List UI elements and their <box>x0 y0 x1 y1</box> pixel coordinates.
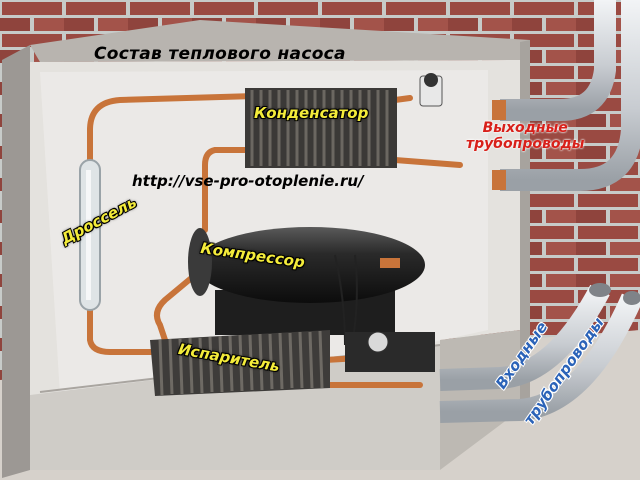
outlet-pipes-label: Выходные трубопроводы <box>466 120 584 152</box>
condenser-label: Конденсатор <box>254 104 369 122</box>
evaporator-unit <box>150 330 330 396</box>
source-url: http://vse-pro-otoplenie.ru/ <box>132 172 364 190</box>
condenser-unit <box>245 73 443 168</box>
inlet-pipes <box>439 283 640 423</box>
outlet-pipes-label-line2: трубопроводы <box>466 136 585 152</box>
diagram-title: Состав теплового насоса <box>94 44 346 64</box>
compressor-unit <box>188 227 435 372</box>
outlet-pipes <box>492 0 640 191</box>
throttle-device <box>79 159 101 311</box>
outlet-pipes-label-line1: Выходные <box>482 120 568 136</box>
